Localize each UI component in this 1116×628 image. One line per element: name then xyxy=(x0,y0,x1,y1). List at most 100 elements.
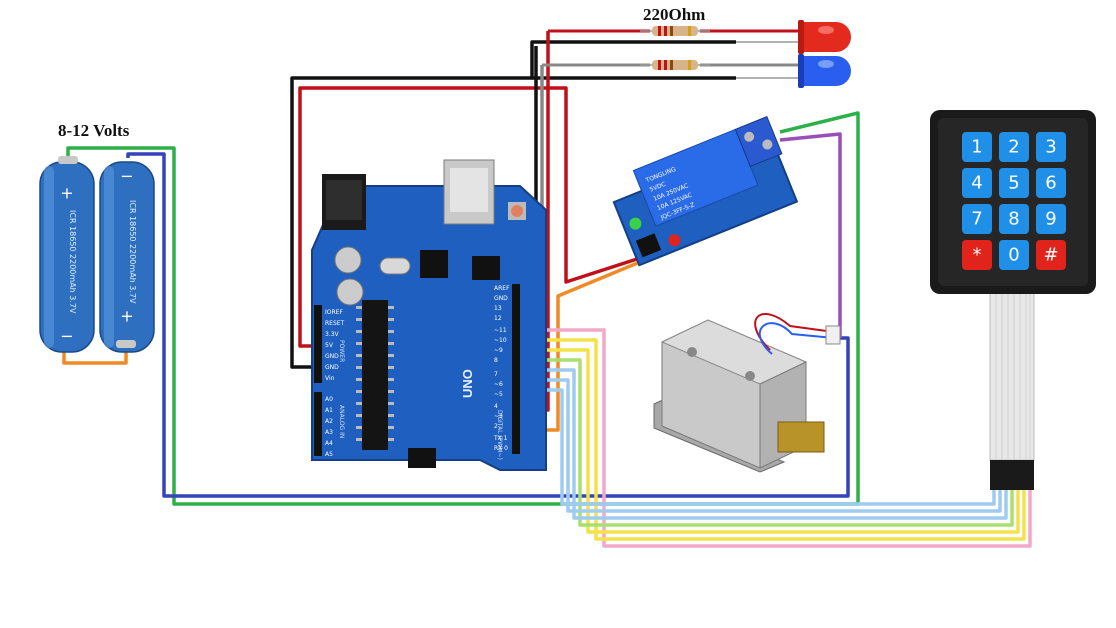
svg-text:12: 12 xyxy=(494,315,502,322)
svg-text:13: 13 xyxy=(494,305,502,312)
battery-text-1: ICR 18650 2200mAh 3.7V xyxy=(68,210,77,314)
svg-text:4: 4 xyxy=(971,173,982,194)
svg-text:2: 2 xyxy=(1008,137,1019,158)
svg-text:GND: GND xyxy=(325,353,339,360)
wire-keypad-4 xyxy=(520,358,1014,527)
resistor-1 xyxy=(640,26,710,36)
key-star[interactable] xyxy=(962,240,992,270)
lock-latch xyxy=(777,421,825,453)
svg-text:A4: A4 xyxy=(325,440,333,447)
relay-status-led xyxy=(668,234,681,247)
svg-text:AREF: AREF xyxy=(494,285,510,292)
analog-header xyxy=(314,392,322,456)
crystal-oscillator xyxy=(379,257,411,275)
key-5[interactable] xyxy=(999,168,1029,198)
keypad-ribbon xyxy=(989,291,1035,461)
svg-text:A3: A3 xyxy=(325,429,333,436)
svg-text:Vin: Vin xyxy=(325,375,335,382)
key-0[interactable] xyxy=(999,240,1029,270)
wire-relay-to-lock xyxy=(779,132,842,338)
blue-led xyxy=(798,54,851,88)
key-8[interactable] xyxy=(999,204,1029,234)
battery-cell-1: + − ICR 18650 2200mAh 3.7V xyxy=(39,156,95,353)
key-hash[interactable] xyxy=(1036,240,1066,270)
wire-ground-black xyxy=(290,40,736,369)
battery-cell-2: − + ICR 18650 2200mAh 3.7V xyxy=(99,161,155,353)
key-3[interactable] xyxy=(1036,132,1066,162)
svg-text:8: 8 xyxy=(494,357,498,364)
key-6[interactable] xyxy=(1036,168,1066,198)
capacitor-2 xyxy=(336,278,364,306)
svg-text:GND: GND xyxy=(494,295,508,302)
svg-text:9: 9 xyxy=(1045,209,1056,230)
svg-text:5V: 5V xyxy=(325,342,334,349)
power-pin-labels: IOREF RESET 3.3V 5V GND GND Vin xyxy=(325,309,345,382)
battery-voltage-label: 8-12 Volts xyxy=(58,121,130,140)
atmega-chip xyxy=(362,300,388,450)
svg-text:A0: A0 xyxy=(325,396,333,403)
svg-text:7: 7 xyxy=(494,371,498,378)
battery-plus-1: + xyxy=(60,184,73,203)
relay-module: TONGLING 5VDC 10A 250VAC 10A 125VAC JQC-… xyxy=(612,115,799,267)
svg-text:~11: ~11 xyxy=(494,327,507,334)
uno-logo: UNO xyxy=(460,369,475,398)
wire-keypad-2 xyxy=(520,338,1026,541)
battery-pack: + − ICR 18650 2200mAh 3.7V − + ICR 18650… xyxy=(39,156,155,353)
key-1[interactable] xyxy=(962,132,992,162)
relay-power-led xyxy=(629,217,642,230)
wires xyxy=(62,31,1032,548)
svg-text:2: 2 xyxy=(494,423,498,430)
wire-keypad-7 xyxy=(520,388,996,506)
capacitor-1 xyxy=(334,246,362,274)
svg-text:~6: ~6 xyxy=(494,381,503,388)
svg-text:5: 5 xyxy=(1008,173,1019,194)
svg-text:6: 6 xyxy=(1045,173,1056,194)
keypad-connector xyxy=(990,460,1034,490)
svg-text:7: 7 xyxy=(971,209,982,230)
wire-battery-negative xyxy=(126,152,850,498)
power-header-label: POWER xyxy=(338,340,345,362)
svg-text:RESET: RESET xyxy=(325,320,345,327)
digital-header-label: DIGITAL (PWM~) xyxy=(496,410,503,460)
battery-minus-2: − xyxy=(120,167,133,186)
key-2[interactable] xyxy=(999,132,1029,162)
svg-text:1: 1 xyxy=(971,137,982,158)
svg-text:A1: A1 xyxy=(325,407,333,414)
power-header xyxy=(314,305,322,383)
wire-keypad-5 xyxy=(520,368,1008,520)
arduino-uno-board: UNO DIGITAL (PWM~) POWER ANALOG IN IOREF… xyxy=(311,159,547,471)
key-7[interactable] xyxy=(962,204,992,234)
svg-text:8: 8 xyxy=(1008,209,1019,230)
digital-header xyxy=(512,284,520,454)
solenoid-lock xyxy=(653,313,841,473)
svg-text:~5: ~5 xyxy=(494,391,503,398)
svg-text:A5: A5 xyxy=(325,451,333,458)
keypad-3x4: 1 2 3 4 5 6 7 8 9 * 0 # xyxy=(930,110,1096,490)
battery-minus-1: − xyxy=(60,327,73,346)
wire-keypad-1 xyxy=(520,328,1032,548)
svg-text:~3: ~3 xyxy=(494,413,503,420)
svg-text:TX 1: TX 1 xyxy=(493,435,508,442)
svg-text:~10: ~10 xyxy=(494,337,507,344)
wire-battery-series xyxy=(62,345,128,365)
led-circuit xyxy=(542,20,851,88)
svg-text:4: 4 xyxy=(494,403,498,410)
wire-keypad-3 xyxy=(520,348,1020,534)
wire-keypad-6 xyxy=(520,378,1002,513)
svg-text:#: # xyxy=(1043,245,1058,266)
svg-text:A2: A2 xyxy=(325,418,333,425)
analog-pin-labels: A0 A1 A2 A3 A4 A5 xyxy=(325,396,333,458)
key-9[interactable] xyxy=(1036,204,1066,234)
wire-5v-red xyxy=(298,86,641,348)
svg-text:0: 0 xyxy=(1008,245,1019,266)
svg-text:*: * xyxy=(973,245,982,266)
svg-text:IOREF: IOREF xyxy=(325,309,343,316)
resistor-2 xyxy=(640,60,710,70)
keypad-keys: 1 2 3 4 5 6 7 8 9 * 0 # xyxy=(962,132,1066,270)
key-4[interactable] xyxy=(962,168,992,198)
wire-battery-positive xyxy=(66,111,860,506)
svg-text:3: 3 xyxy=(1045,137,1056,158)
battery-plus-2: + xyxy=(120,307,133,326)
relay-terminal xyxy=(734,115,783,168)
